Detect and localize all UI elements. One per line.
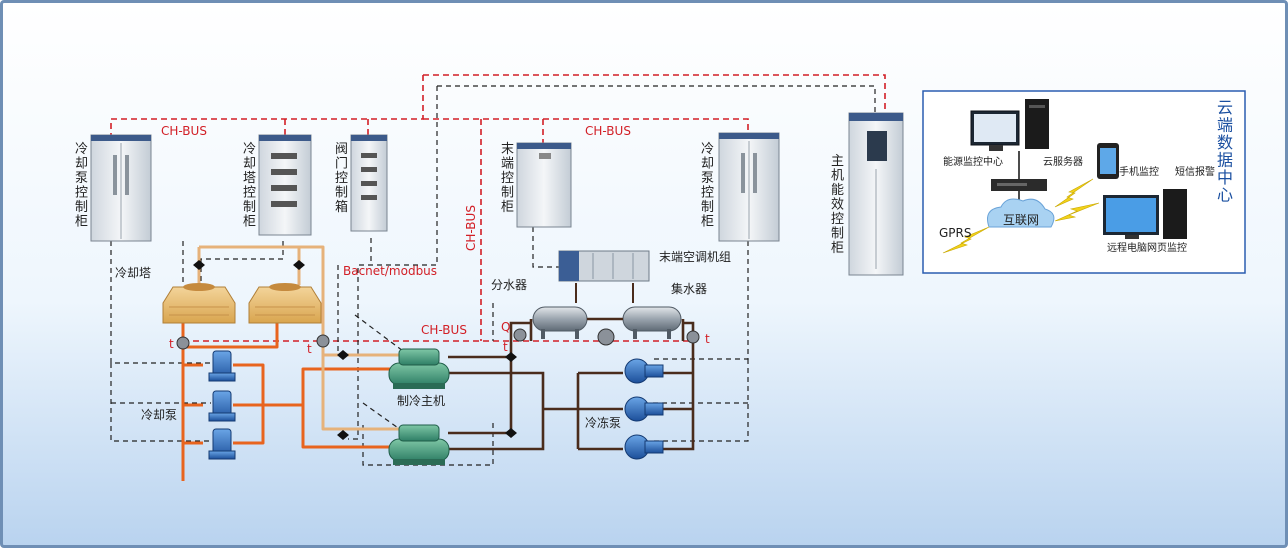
cabinet-label-cooling-pump-right: 冷却泵控制柜 — [701, 142, 714, 230]
temp-sensor-label-3: t — [503, 340, 508, 354]
hvac-system-diagram: t t Q t t — [75, 74, 1246, 481]
remote-pc-label: 远程电脑网页监控 — [1107, 241, 1187, 254]
sensor-nodes — [176, 328, 700, 350]
chilled-pumps — [624, 358, 664, 460]
cabinet-label-cooling-pump-left: 冷却泵控制柜 — [75, 142, 88, 230]
cooling-pumps — [208, 350, 236, 460]
cooling-tower-1 — [162, 283, 236, 324]
cooling-tower-2 — [248, 283, 322, 324]
gprs-label: GPRS — [939, 226, 972, 240]
cabinet-terminal — [516, 142, 572, 228]
ahu-label: 末端空调机组 — [659, 250, 731, 264]
cabinet-cooling-pump-right — [718, 132, 780, 242]
energy-center-computer-icon — [970, 99, 1049, 151]
internet-cloud-icon — [987, 198, 1055, 228]
temp-sensor-label-2: t — [307, 342, 312, 356]
cabinet-label-tower: 冷却塔控制柜 — [243, 142, 256, 230]
mobile-monitor-label: 手机监控 — [1119, 165, 1159, 178]
distributor-label: 分水器 — [491, 278, 527, 292]
chiller-label: 制冷主机 — [397, 394, 445, 408]
cabinet-cooling-pump-left — [90, 134, 152, 242]
bacnet-label: Bacnet/modbus — [343, 264, 437, 278]
air-handling-unit — [558, 250, 650, 282]
cooling-tower-label: 冷却塔 — [115, 266, 151, 280]
internet-label: 互联网 — [1003, 213, 1039, 227]
cloud-data-center-title: 云端数据中心 — [1217, 98, 1233, 205]
cabinet-label-main: 主机能效控制柜 — [831, 154, 844, 256]
cabinet-main-energy — [848, 112, 904, 276]
sms-alarm-label: 短信报警 — [1175, 165, 1215, 178]
ch-bus-label-3: CH-BUS — [421, 323, 467, 337]
cooling-pump-label: 冷却泵 — [141, 408, 177, 422]
cabinet-labels: 冷却泵控制柜 冷却塔控制柜 阀门控制箱 末端控制柜 冷却泵控制柜 主机能效控制柜 — [75, 142, 844, 256]
mobile-phone-icon — [1097, 143, 1119, 179]
remote-pc-icon — [1103, 189, 1187, 239]
energy-center-label: 能源监控中心 — [943, 155, 1003, 168]
cabinet-valve — [350, 134, 388, 232]
cabinet-cooling-tower — [258, 134, 312, 236]
cabinet-label-terminal: 末端控制柜 — [501, 142, 514, 215]
network-switch-icon — [991, 179, 1047, 191]
cloud-data-center-panel: 能源监控中心 云服务器 手机监控 短信报警 互联网 GPRS — [922, 90, 1246, 274]
chilled-water-pipes — [448, 283, 695, 451]
ch-bus-label-1: CH-BUS — [161, 124, 207, 138]
collector-label: 集水器 — [671, 281, 707, 296]
ch-bus-label-vertical: CH-BUS — [464, 205, 478, 251]
chiller-1 — [388, 348, 450, 389]
cabinet-label-valve: 阀门控制箱 — [335, 142, 348, 215]
ch-bus-label-2: CH-BUS — [585, 124, 631, 138]
chilled-pump-label: 冷冻泵 — [585, 415, 621, 430]
cloud-server-label: 云服务器 — [1043, 155, 1083, 168]
water-distributor — [532, 306, 588, 339]
temp-sensor-label-4: t — [705, 332, 710, 346]
valves — [193, 260, 517, 440]
temp-sensor-label-1: t — [169, 337, 174, 351]
flow-sensor-label: Q — [501, 320, 510, 334]
water-collector — [622, 306, 682, 339]
chiller-2 — [388, 424, 450, 465]
wireless-signal-icons — [942, 178, 1100, 254]
